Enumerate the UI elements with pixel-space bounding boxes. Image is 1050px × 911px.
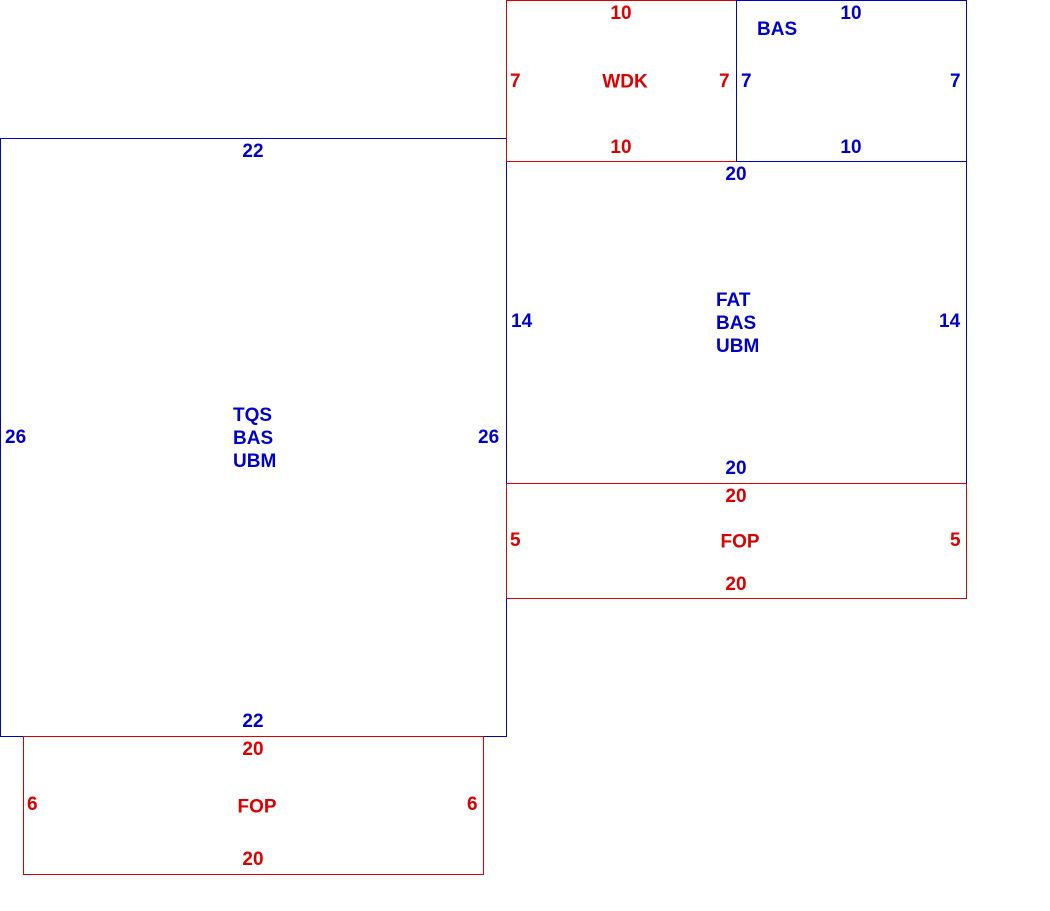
room-fat-dim-right: 14 — [939, 311, 961, 332]
room-fat-label-line-2: BAS — [716, 313, 757, 334]
room-tqs-dim-left: 26 — [5, 427, 27, 448]
room-fop-right-dim-bottom: 20 — [725, 574, 747, 595]
room-bas-dim-left: 7 — [741, 71, 752, 92]
room-bas-label: BAS — [757, 19, 798, 40]
room-fop-right-dim-right: 5 — [950, 530, 961, 551]
room-wdk-dim-bottom: 10 — [610, 137, 632, 158]
room-fop-bottom-dim-top: 20 — [242, 739, 264, 760]
room-wdk-dim-right: 7 — [719, 71, 730, 92]
room-tqs-label-line-2: BAS — [233, 428, 274, 449]
room-fop-bottom-dim-right: 6 — [467, 794, 478, 815]
room-fat-label-line-1: FAT — [716, 290, 751, 311]
room-fat-dim-left: 14 — [511, 311, 533, 332]
room-fat-label: FAT BAS UBM — [716, 289, 759, 358]
room-fop-bottom-outline — [23, 736, 484, 875]
room-fat-dim-bottom: 20 — [725, 458, 747, 479]
room-tqs-dim-right: 26 — [478, 427, 500, 448]
room-tqs-dim-bottom: 22 — [242, 711, 264, 732]
room-fat-dim-top: 20 — [725, 164, 747, 185]
room-fat-label-line-3: UBM — [716, 336, 760, 357]
room-fop-right-label: FOP — [720, 531, 760, 553]
room-fop-right-dim-top: 20 — [725, 486, 747, 507]
room-tqs-label-line-3: UBM — [233, 451, 277, 472]
room-bas-dim-right: 7 — [950, 71, 961, 92]
room-tqs-dim-top: 22 — [242, 141, 264, 162]
room-tqs-label-line-1: TQS — [233, 405, 273, 426]
room-wdk-dim-top: 10 — [610, 3, 632, 24]
room-tqs-label: TQS BAS UBM — [233, 404, 276, 473]
room-bas-outline — [736, 0, 967, 162]
room-bas-dim-bottom: 10 — [840, 137, 862, 158]
room-fop-right-outline — [506, 483, 967, 599]
room-fop-bottom-label: FOP — [237, 796, 277, 818]
room-bas-dim-top: 10 — [840, 3, 862, 24]
room-wdk-label: WDK — [602, 71, 648, 93]
room-fop-bottom-dim-left: 6 — [27, 794, 38, 815]
room-fop-right-dim-left: 5 — [510, 530, 521, 551]
room-fop-bottom-dim-bottom: 20 — [242, 849, 264, 870]
room-wdk-dim-left: 7 — [510, 71, 521, 92]
